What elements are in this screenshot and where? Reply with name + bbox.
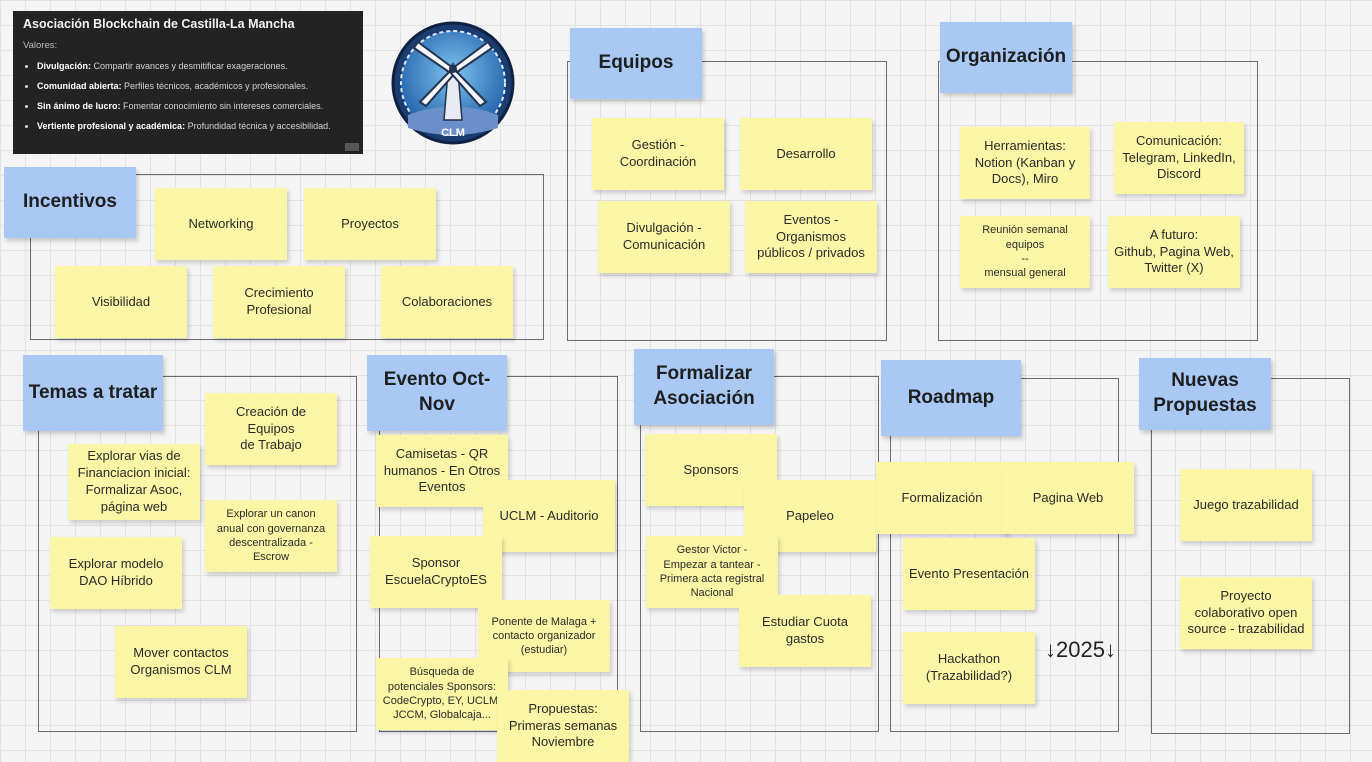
sticky-note[interactable]: Proyectos — [304, 188, 436, 260]
sticky-note[interactable]: Estudiar Cuota gastos — [739, 595, 871, 667]
sticky-note[interactable]: Propuestas: Primeras semanas Noviembre — [497, 690, 629, 762]
temas-frame[interactable] — [38, 376, 357, 732]
sticky-note[interactable]: Networking — [155, 188, 287, 260]
sticky-note[interactable]: Explorar un canon anual con governanza d… — [205, 500, 337, 572]
sticky-note[interactable]: Proyecto colaborativo open source - traz… — [1180, 577, 1312, 649]
organizacion-frame[interactable] — [938, 61, 1258, 341]
equipos-title[interactable]: Equipos — [570, 28, 702, 99]
equipos-frame[interactable] — [567, 61, 887, 341]
roadmap-title[interactable]: Roadmap — [881, 360, 1021, 436]
value-item: Comunidad abierta: Perfiles técnicos, ac… — [37, 81, 353, 91]
sticky-note[interactable]: Formalización — [876, 462, 1008, 534]
sticky-note[interactable]: Colaboraciones — [381, 266, 513, 338]
sticky-note[interactable]: Explorar modelo DAO Híbrido — [50, 537, 182, 609]
year-annotation[interactable]: ↓2025↓ — [1045, 637, 1116, 662]
info-card[interactable]: Asociación Blockchain de Castilla-La Man… — [13, 11, 363, 154]
sticky-note[interactable]: Hackathon (Trazabilidad?) — [903, 632, 1035, 704]
sticky-note[interactable]: Divulgación - Comunicación — [598, 201, 730, 273]
nuevas-frame[interactable] — [1151, 378, 1350, 734]
value-item: Divulgación: Compartir avances y desmiti… — [37, 61, 353, 71]
organizacion-title[interactable]: Organización — [940, 22, 1072, 93]
sticky-note[interactable]: Gestor Victor - Empezar a tantear - Prim… — [646, 536, 778, 608]
sticky-note[interactable]: Búsqueda de potenciales Sponsors: CodeCr… — [376, 658, 508, 730]
sticky-note[interactable]: Visibilidad — [55, 266, 187, 338]
sticky-note[interactable]: Explorar vias de Financiacion inicial: F… — [68, 444, 200, 520]
sticky-note[interactable]: Evento Presentación — [903, 538, 1035, 610]
logo-text: CLM — [441, 127, 465, 139]
incentivos-frame[interactable] — [30, 174, 544, 340]
sticky-note[interactable]: Crecimiento Profesional — [213, 266, 345, 338]
sticky-note[interactable]: Juego trazabilidad — [1180, 469, 1312, 541]
values-list: Divulgación: Compartir avances y desmiti… — [23, 61, 353, 131]
temas-title[interactable]: Temas a tratar — [23, 355, 163, 431]
sticky-note[interactable]: Pagina Web — [1002, 462, 1134, 534]
sticky-note[interactable]: Eventos - Organismos públicos / privados — [745, 201, 877, 273]
sticky-note[interactable]: Sponsor EscuelaCryptoES — [370, 536, 502, 608]
incentivos-title[interactable]: Incentivos — [4, 167, 136, 238]
resize-handle[interactable] — [345, 143, 359, 151]
sticky-note[interactable]: Reunión semanal equipos -- mensual gener… — [960, 216, 1090, 288]
info-card-subtitle: Valores: — [23, 40, 58, 51]
evento-title[interactable]: Evento Oct- Nov — [367, 355, 507, 431]
sticky-note[interactable]: Gestión - Coordinación — [592, 118, 724, 190]
sticky-note[interactable]: Desarrollo — [740, 118, 872, 190]
nuevas-title[interactable]: Nuevas Propuestas — [1139, 358, 1271, 430]
sticky-note[interactable]: Herramientas: Notion (Kanban y Docs), Mi… — [960, 127, 1090, 199]
sticky-note[interactable]: A futuro: Github, Pagina Web, Twitter (X… — [1108, 216, 1240, 288]
windmill-icon[interactable]: CLM — [390, 20, 516, 146]
value-item: Vertiente profesional y académica: Profu… — [37, 121, 353, 131]
sticky-note[interactable]: UCLM - Auditorio — [483, 480, 615, 552]
sticky-note[interactable]: Mover contactos Organismos CLM — [115, 626, 247, 698]
info-card-title: Asociación Blockchain de Castilla-La Man… — [23, 17, 295, 31]
formalizar-title[interactable]: Formalizar Asociación — [634, 349, 774, 425]
value-item: Sin ánimo de lucro: Fomentar conocimient… — [37, 101, 353, 111]
sticky-note[interactable]: Creación de Equipos de Trabajo — [205, 393, 337, 465]
sticky-note[interactable]: Comunicación: Telegram, LinkedIn, Discor… — [1114, 122, 1244, 194]
